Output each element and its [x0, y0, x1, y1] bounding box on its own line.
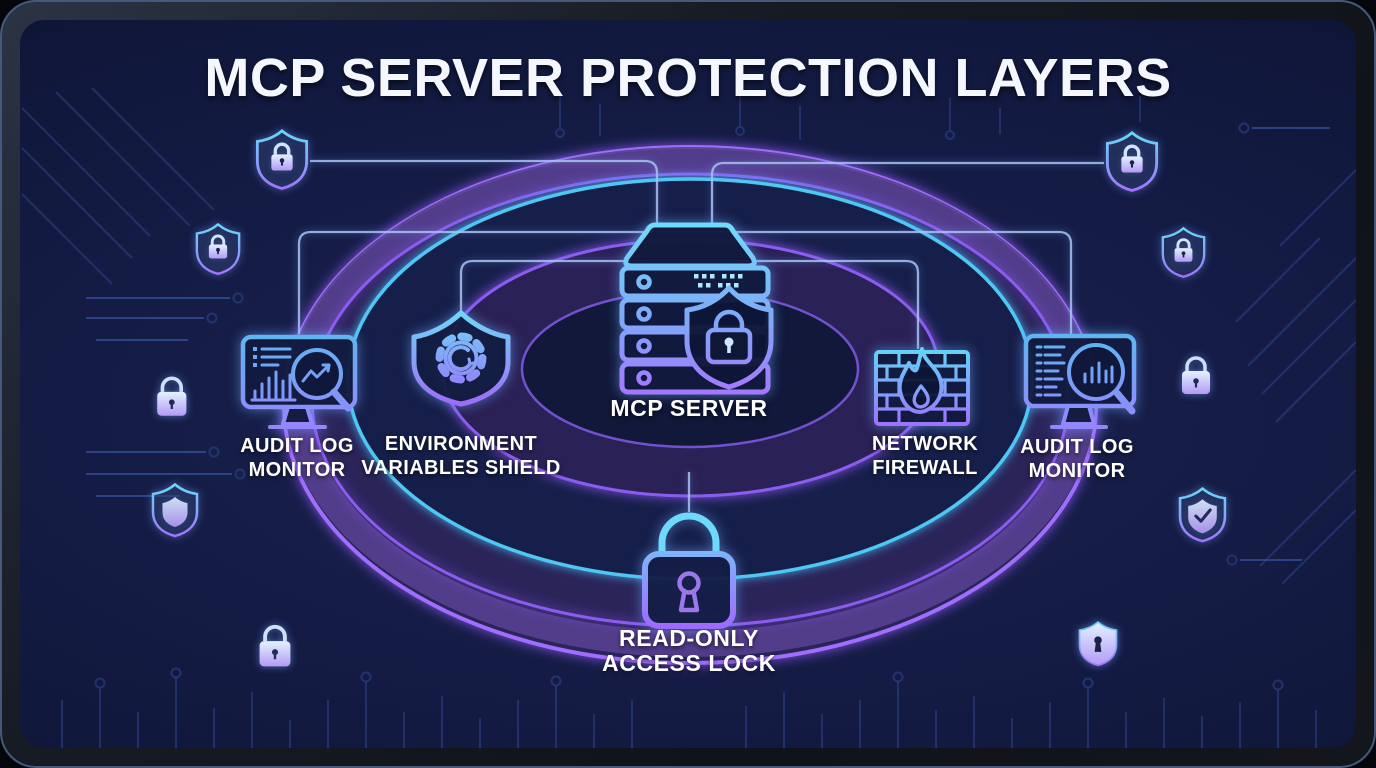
monitor-magnifier-icon [1023, 333, 1137, 429]
server-shield-icon [619, 222, 774, 395]
label-readonly-1: READ-ONLY [619, 625, 759, 651]
screen: MCP SERVER PROTECTION LAYERS MCP SERVER … [20, 20, 1356, 748]
shield-keyhole-icon [1078, 621, 1118, 667]
label-readonly-2: ACCESS LOCK [602, 650, 776, 676]
connector-lines [297, 159, 1104, 512]
label-mcp-server: MCP SERVER [610, 395, 767, 421]
padlock-icon [642, 512, 736, 629]
padlock-icon [1180, 356, 1212, 396]
shield-lock-icon [255, 129, 309, 191]
page-title: MCP SERVER PROTECTION LAYERS [204, 48, 1171, 108]
padlock-icon [257, 624, 293, 669]
diagram-canvas: MCP SERVER PROTECTION LAYERS MCP SERVER … [21, 48, 1356, 748]
firewall-flame-icon [874, 347, 970, 426]
label-env-1: ENVIRONMENT [385, 433, 537, 455]
shield-icon [151, 483, 199, 538]
label-env-2: VARIABLES SHIELD [361, 457, 560, 479]
shield-check-icon [1178, 487, 1227, 543]
label-audit-right-1: AUDIT LOG [1020, 436, 1134, 458]
label-audit-left-2: MONITOR [249, 459, 346, 481]
shield-gear-icon [411, 310, 511, 407]
shield-lock-icon [195, 222, 241, 276]
monitor-magnifier-icon [240, 334, 358, 429]
shield-lock-icon [1105, 131, 1159, 193]
label-audit-left-1: AUDIT LOG [240, 435, 354, 457]
label-firewall-2: FIREWALL [872, 457, 977, 479]
circuit-traces-background [21, 87, 1356, 748]
shield-lock-icon [1161, 226, 1206, 279]
label-audit-right-2: MONITOR [1029, 460, 1126, 482]
padlock-icon [155, 376, 189, 418]
label-firewall-1: NETWORK [872, 433, 978, 455]
